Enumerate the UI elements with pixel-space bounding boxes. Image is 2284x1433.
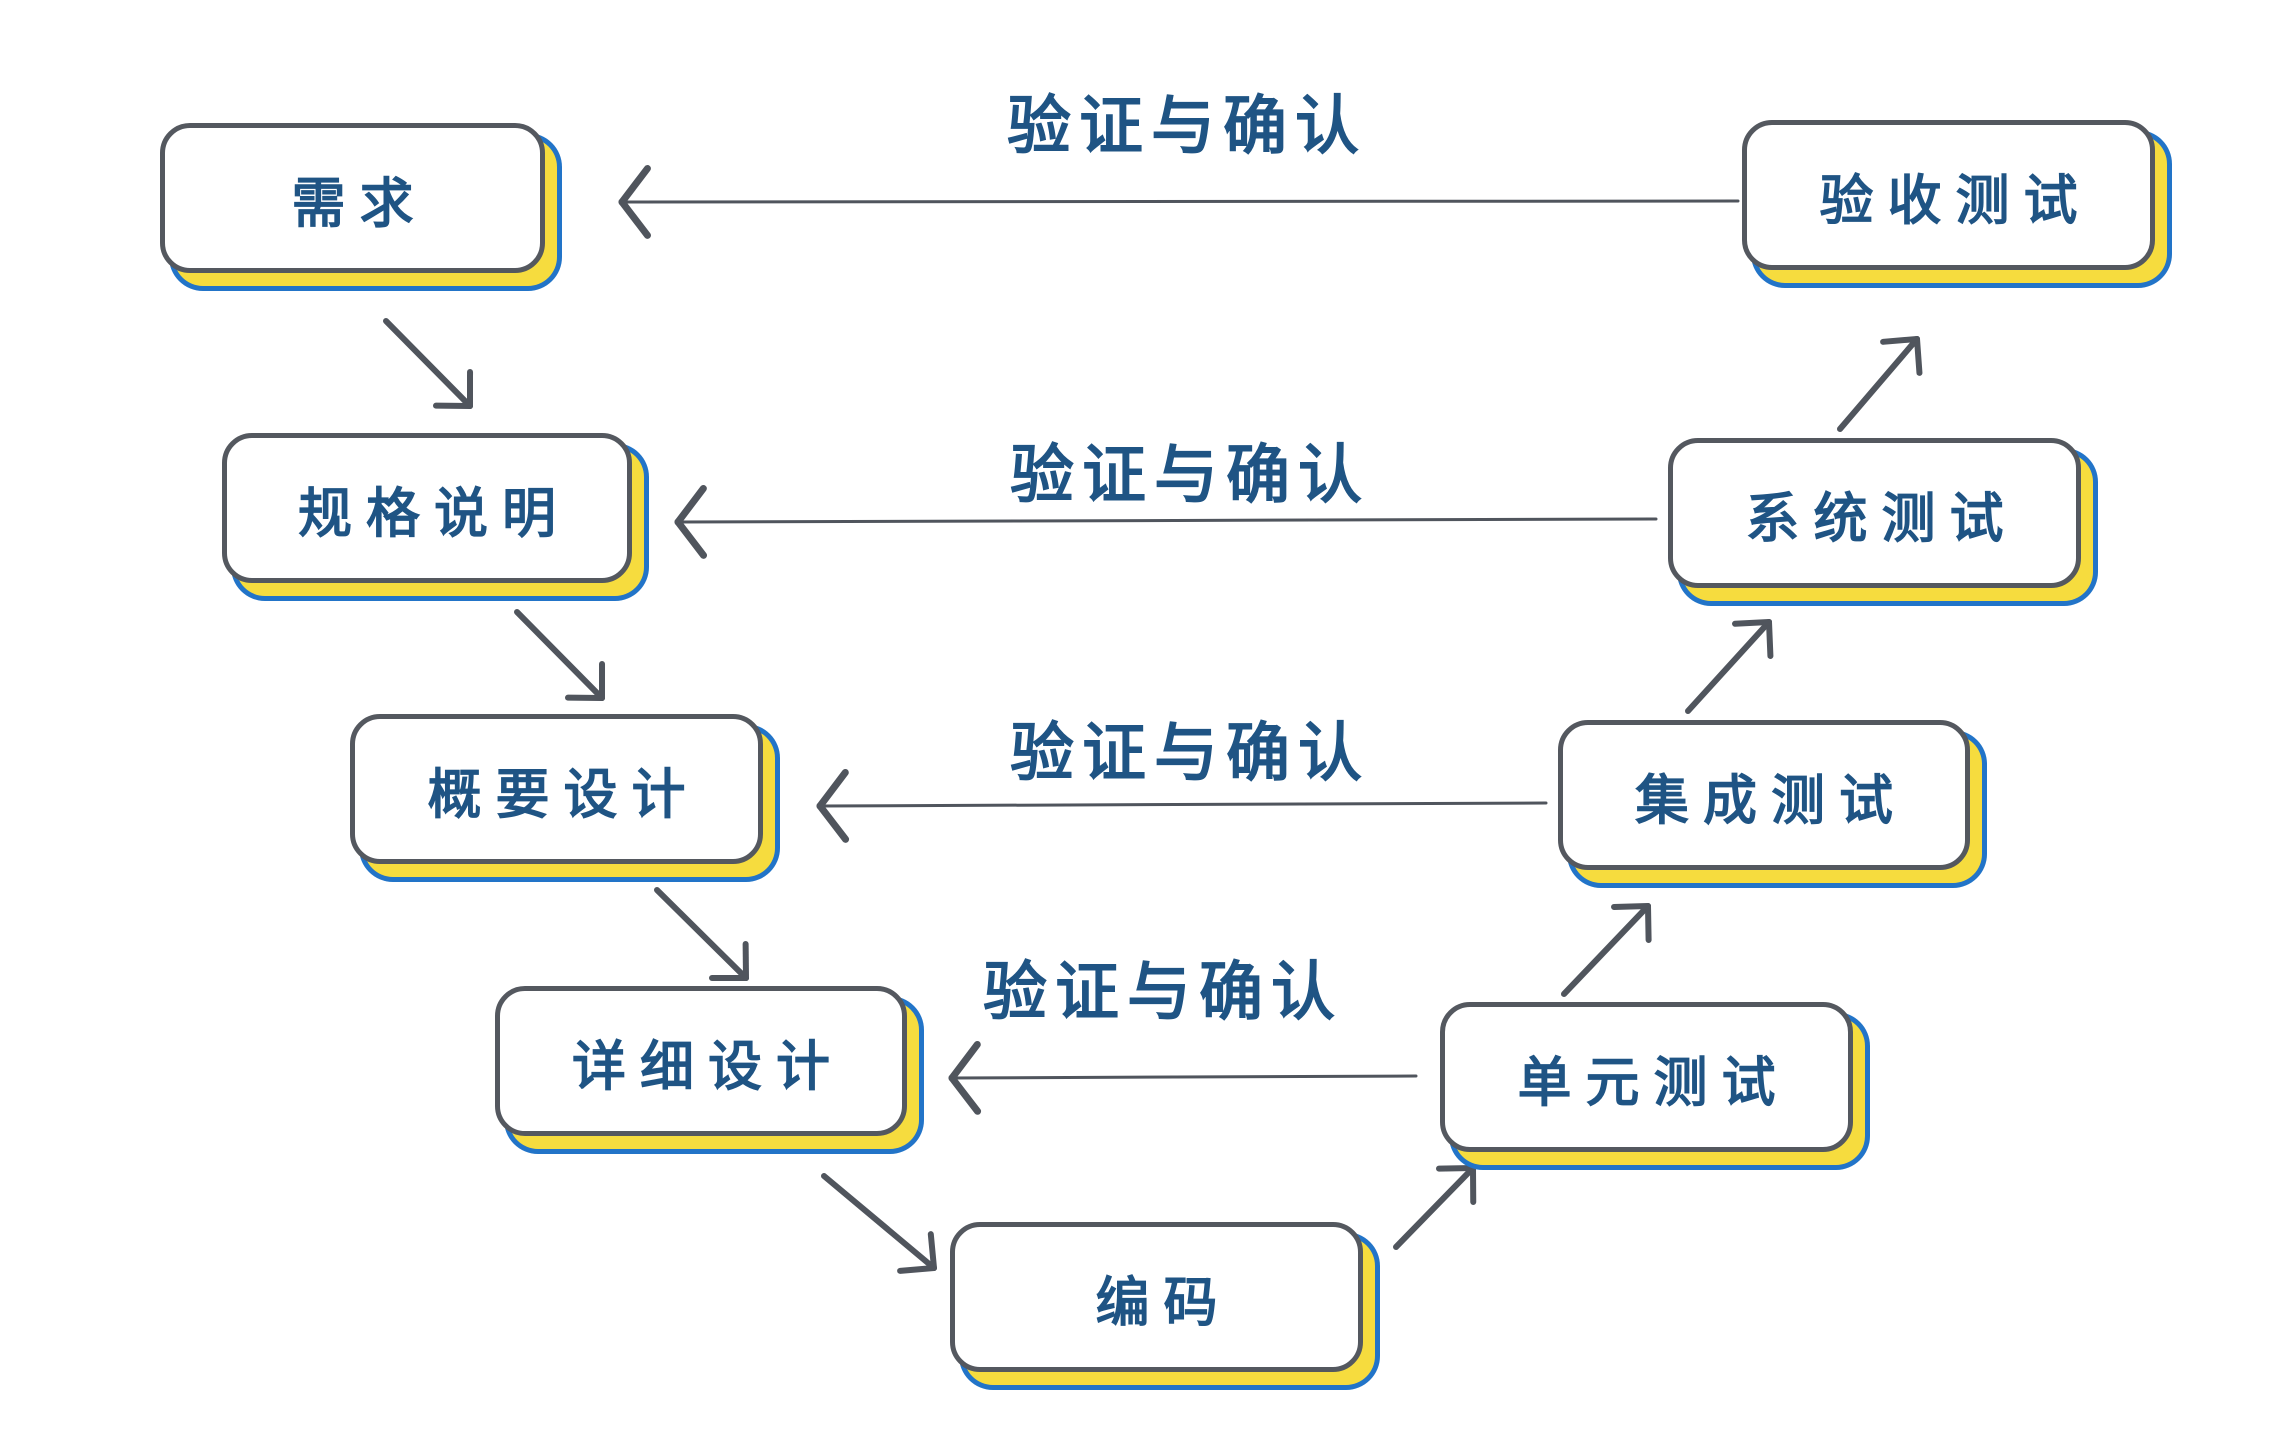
node-detailed-design: 详细设计 [495, 986, 907, 1136]
node-label: 单元测试 [1517, 1050, 1790, 1114]
node-label: 详细设计 [572, 1034, 844, 1098]
verification-arrow-acceptance-testing-to-requirements [618, 165, 1740, 239]
verification-label: 验证与确认 [1010, 717, 1370, 791]
node-label: 概要设计 [427, 762, 700, 826]
node-specification: 规格说明 [222, 433, 632, 583]
flow-arrow-coding-to-unit-testing [1393, 1165, 1477, 1250]
node-integration-testing: 集成测试 [1558, 720, 1970, 870]
flow-arrow-unit-testing-to-integration-testing [1561, 903, 1652, 997]
flow-arrow-system-testing-to-acceptance-testing [1837, 336, 1923, 432]
node-label: 集成测试 [1635, 768, 1907, 832]
node-acceptance-testing: 验收测试 [1742, 120, 2155, 270]
node-high-level-design: 概要设计 [350, 714, 763, 864]
flow-arrow-high-level-design-to-detailed-design [654, 887, 749, 982]
flow-arrow-detailed-design-to-coding [821, 1173, 937, 1274]
node-label: 验收测试 [1819, 168, 2092, 232]
flow-arrow-specification-to-high-level-design [514, 609, 606, 701]
verification-arrow-system-testing-to-specification [674, 485, 1658, 559]
node-requirements: 需求 [160, 123, 545, 273]
node-system-testing: 系统测试 [1668, 438, 2081, 588]
node-label: 编码 [1095, 1270, 1232, 1334]
verification-label: 验证与确认 [1010, 439, 1370, 513]
verification-label: 验证与确认 [983, 956, 1343, 1030]
node-label: 系统测试 [1745, 486, 2018, 550]
node-label: 需求 [291, 171, 428, 235]
verification-label: 验证与确认 [1007, 90, 1367, 164]
flow-arrow-requirements-to-specification [383, 318, 474, 409]
verification-arrow-integration-testing-to-high-level-design [816, 768, 1548, 843]
node-label: 规格说明 [298, 481, 570, 545]
node-coding: 编码 [950, 1222, 1363, 1372]
flow-arrow-integration-testing-to-system-testing [1685, 619, 1774, 714]
node-unit-testing: 单元测试 [1440, 1002, 1853, 1152]
verification-arrow-unit-testing-to-detailed-design [948, 1040, 1418, 1115]
